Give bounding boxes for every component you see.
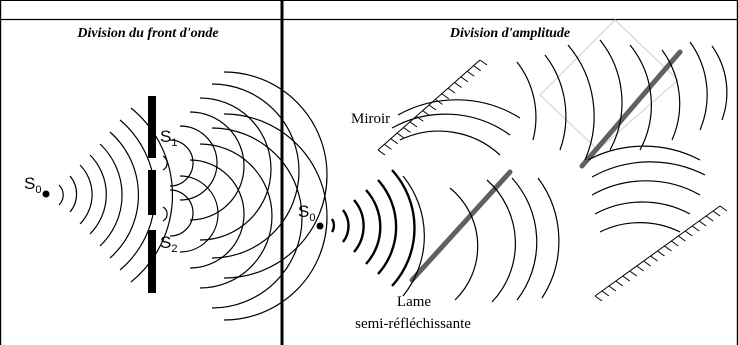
hatch-mark <box>705 215 714 222</box>
hatch-mark <box>691 225 700 232</box>
slit2-label: S2 <box>160 233 177 255</box>
hatch-mark <box>608 285 617 292</box>
hatch-mark <box>650 255 658 262</box>
plate-label-line1: Lame <box>397 294 431 310</box>
plate-label-line2: semi-réfléchissante <box>355 316 471 332</box>
hatch-mark <box>684 230 693 237</box>
hatch-mark <box>622 275 631 282</box>
left-panel: Division du front d'onde S0 S1 S2 <box>24 26 328 321</box>
reflected-up-wavefronts <box>391 99 521 156</box>
hatch-mark <box>454 82 462 88</box>
transmitted-wavefronts <box>402 175 560 303</box>
right-source-label: S0 <box>298 202 315 224</box>
mirror-label: Miroir <box>351 111 390 127</box>
hatch-mark <box>384 143 392 150</box>
compensating-plate <box>579 49 683 169</box>
right-panel: Division d'amplitude Miroir S0 <box>298 19 728 332</box>
hatch-mark <box>435 98 443 105</box>
incoming-wavefronts <box>330 169 416 287</box>
slit1-wavelets <box>162 71 328 279</box>
hatch-mark <box>594 295 603 302</box>
hatch-mark <box>657 250 665 257</box>
hatch-mark <box>428 104 437 111</box>
hatch-mark <box>643 260 651 267</box>
hatch-mark <box>409 121 418 128</box>
hatch-mark <box>671 240 679 247</box>
hatch-mark <box>396 132 405 139</box>
lower-right-wavefronts <box>587 145 706 233</box>
hatch-mark <box>678 235 686 242</box>
hatch-mark <box>447 87 456 94</box>
source-label: S0 <box>24 174 41 196</box>
mirror-top <box>377 59 488 156</box>
mirror-bottom <box>594 205 728 302</box>
right-source-dot <box>316 222 324 230</box>
hatch-mark <box>698 220 707 227</box>
source-dot <box>42 190 50 198</box>
hatch-mark <box>403 127 411 133</box>
hatch-mark <box>377 149 386 156</box>
slit1-label: S1 <box>160 127 177 149</box>
right-panel-title: Division d'amplitude <box>449 26 570 41</box>
hatch-mark <box>473 65 481 72</box>
slit2-wavelets <box>162 113 328 321</box>
hatch-mark <box>712 210 721 217</box>
hatch-mark <box>441 93 450 100</box>
upper-right-wavefronts <box>516 39 728 161</box>
semi-reflecting-plate <box>409 169 513 283</box>
hatch-mark <box>390 138 399 145</box>
hatch-mark <box>466 70 475 77</box>
hatch-mark <box>664 245 672 252</box>
left-panel-title: Division du front d'onde <box>76 26 218 41</box>
screen-bottom <box>148 230 156 293</box>
hatch-mark <box>719 205 728 212</box>
double-slit-screen <box>148 96 156 293</box>
screen-top <box>148 96 156 158</box>
hatch-mark <box>479 59 488 66</box>
hatch-mark <box>615 280 624 287</box>
hatch-mark <box>629 270 638 277</box>
hatch-mark <box>601 290 610 297</box>
screen-middle <box>148 170 156 215</box>
hatch-mark <box>636 265 644 272</box>
hatch-mark <box>460 76 469 83</box>
